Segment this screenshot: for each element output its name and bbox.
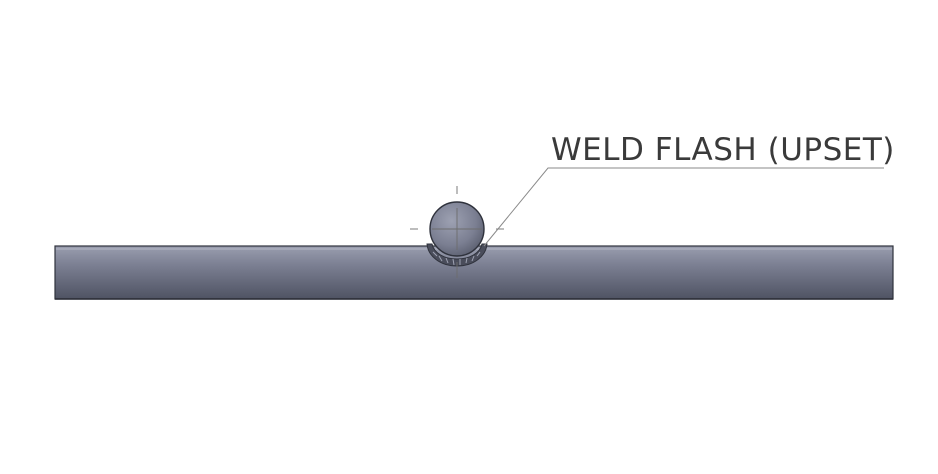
callout-leader-line xyxy=(483,167,884,247)
weld-flash-ripples xyxy=(432,251,481,266)
callout-label: WELD FLASH (UPSET) xyxy=(551,132,895,168)
center-mark xyxy=(410,186,504,278)
base-bar xyxy=(54,245,894,300)
